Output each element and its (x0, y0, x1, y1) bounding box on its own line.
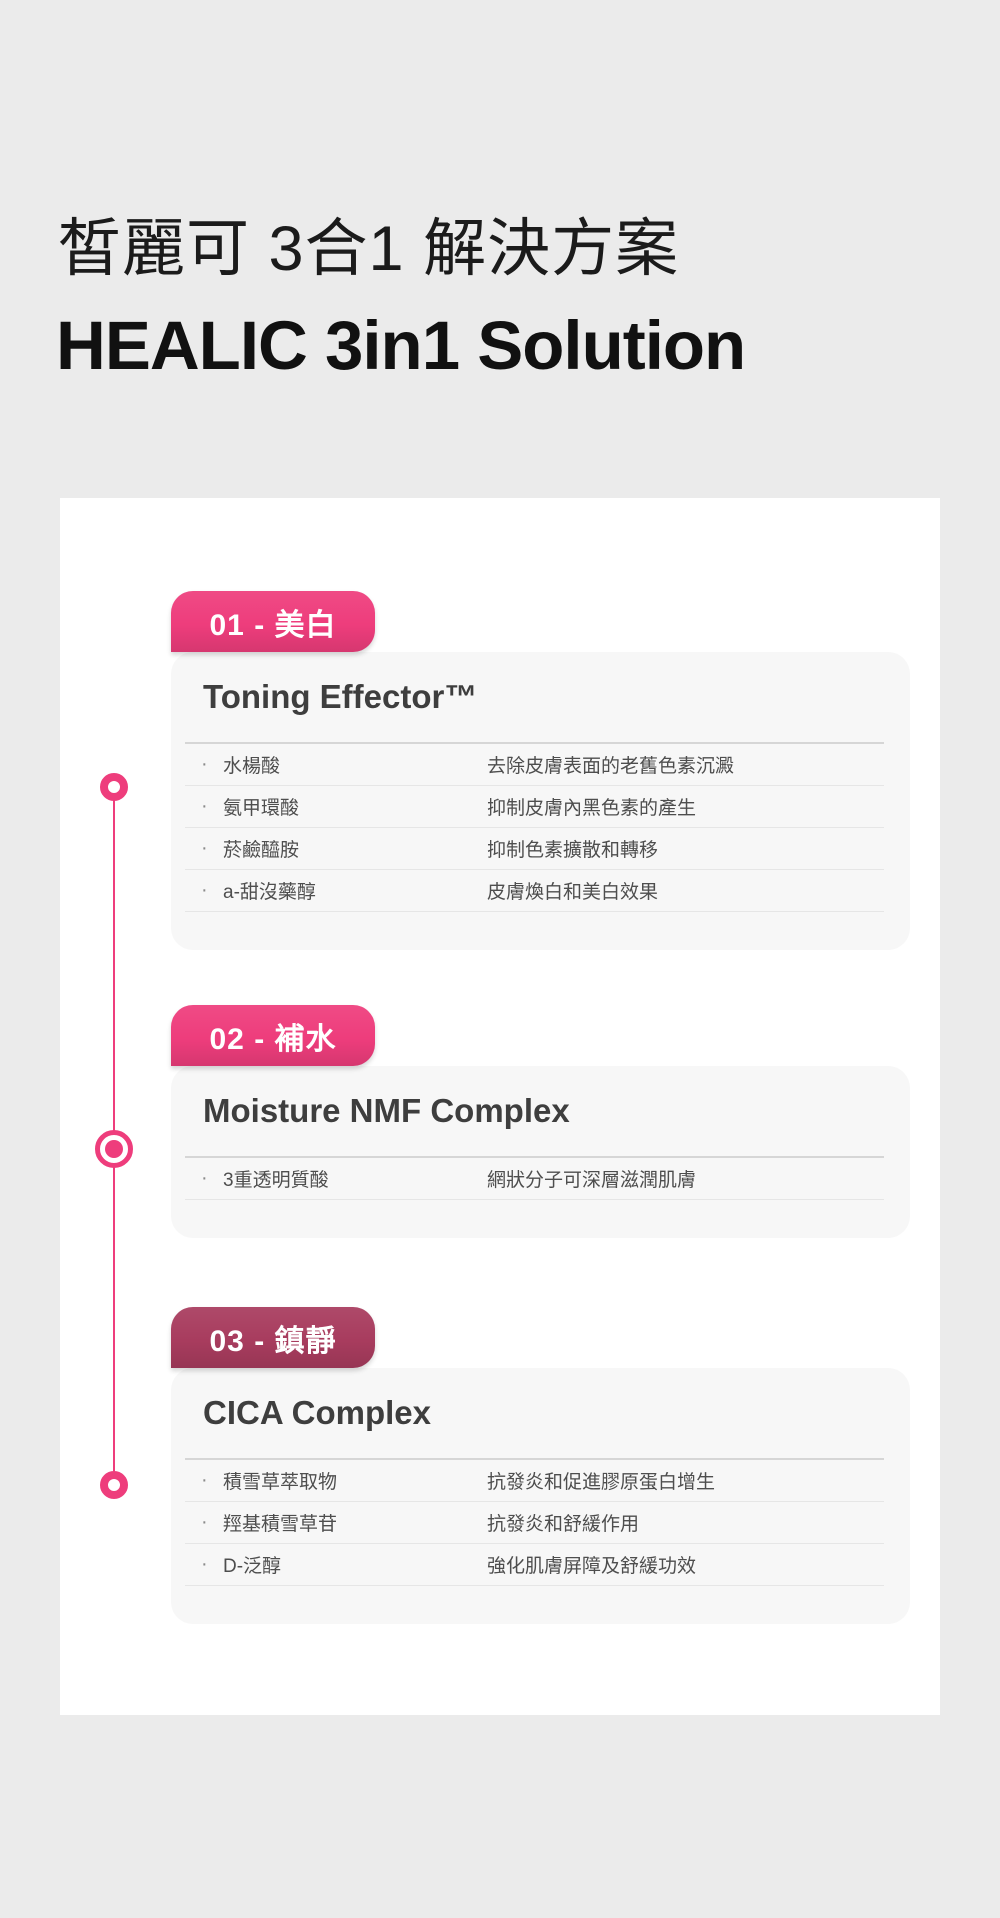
timeline-ring-dot (100, 773, 128, 801)
table-row: · 3重透明質酸 網狀分子可深層滋潤肌膚 (185, 1158, 884, 1200)
solution-section: 03 - 鎮靜 CICA Complex · 積雪草萃取物 抗發炎和促進膠原蛋白… (171, 1307, 910, 1624)
bullet-icon: · (201, 879, 208, 901)
section-heading: Toning Effector™ (203, 678, 478, 715)
ingredient-description: 去除皮膚表面的老舊色素沉澱 (487, 756, 735, 777)
page-title-zh: 皙麗可 3合1 解決方案 (58, 214, 680, 284)
table-row: · 氨甲環酸 抑制皮膚內黑色素的產生 (185, 786, 884, 828)
table-row: · 羥基積雪草苷 抗發炎和舒緩作用 (185, 1502, 884, 1544)
bullet-icon: · (201, 1469, 208, 1491)
table-row: · 菸鹼醯胺 抑制色素擴散和轉移 (185, 828, 884, 870)
ingredient-table: · 積雪草萃取物 抗發炎和促進膠原蛋白增生 · 羥基積雪草苷 抗發炎和舒緩作用 … (185, 1460, 884, 1586)
timeline-bullseye-dot (95, 1130, 133, 1168)
section-heading-row: CICA Complex (185, 1394, 884, 1460)
ingredient-table: · 水楊酸 去除皮膚表面的老舊色素沉澱 · 氨甲環酸 抑制皮膚內黑色素的產生 ·… (185, 744, 884, 912)
bullet-icon: · (201, 795, 208, 817)
page-title-en: HEALIC 3in1 Solution (56, 307, 746, 384)
ingredient-description: 皮膚煥白和美白效果 (487, 882, 659, 903)
ingredient-name: 羥基積雪草苷 (223, 1514, 338, 1535)
ingredient-name: a-甜沒藥醇 (223, 882, 316, 903)
solution-section: 02 - 補水 Moisture NMF Complex · 3重透明質酸 網狀… (171, 1005, 910, 1238)
ingredient-name: 3重透明質酸 (223, 1170, 329, 1191)
ingredient-name: 積雪草萃取物 (223, 1472, 338, 1493)
section-heading-row: Toning Effector™ (185, 678, 884, 744)
ingredient-description: 抗發炎和促進膠原蛋白增生 (487, 1472, 716, 1493)
ingredient-name: 氨甲環酸 (223, 798, 300, 819)
ingredient-description: 抑制色素擴散和轉移 (487, 840, 659, 861)
section-heading: Moisture NMF Complex (203, 1092, 570, 1129)
timeline-ring-dot (100, 1471, 128, 1499)
bullet-icon: · (201, 1553, 208, 1575)
bullet-icon: · (201, 837, 208, 859)
section-card: Moisture NMF Complex · 3重透明質酸 網狀分子可深層滋潤肌… (171, 1066, 910, 1238)
section-card: CICA Complex · 積雪草萃取物 抗發炎和促進膠原蛋白增生 · 羥基積… (171, 1368, 910, 1624)
solution-section: 01 - 美白 Toning Effector™ · 水楊酸 去除皮膚表面的老舊… (171, 591, 910, 950)
section-badge: 01 - 美白 (171, 591, 375, 652)
section-heading: CICA Complex (203, 1394, 431, 1431)
ingredient-description: 抑制皮膚內黑色素的產生 (487, 798, 697, 819)
table-row: · 積雪草萃取物 抗發炎和促進膠原蛋白增生 (185, 1460, 884, 1502)
ingredient-name: 水楊酸 (223, 756, 281, 777)
table-row: · a-甜沒藥醇 皮膚煥白和美白效果 (185, 870, 884, 912)
ingredient-description: 網狀分子可深層滋潤肌膚 (487, 1170, 697, 1191)
bullet-icon: · (201, 753, 208, 775)
table-row: · 水楊酸 去除皮膚表面的老舊色素沉澱 (185, 744, 884, 786)
section-card: Toning Effector™ · 水楊酸 去除皮膚表面的老舊色素沉澱 · 氨… (171, 652, 910, 950)
section-badge: 03 - 鎮靜 (171, 1307, 375, 1368)
bullet-icon: · (201, 1511, 208, 1533)
ingredient-name: 菸鹼醯胺 (223, 840, 300, 861)
ingredient-table: · 3重透明質酸 網狀分子可深層滋潤肌膚 (185, 1158, 884, 1200)
ingredient-description: 抗發炎和舒緩作用 (487, 1514, 640, 1535)
bullseye-core (105, 1140, 123, 1158)
section-badge: 02 - 補水 (171, 1005, 375, 1066)
bullet-icon: · (201, 1167, 208, 1189)
ingredient-description: 強化肌膚屏障及舒緩功效 (487, 1556, 697, 1577)
table-row: · D-泛醇 強化肌膚屏障及舒緩功效 (185, 1544, 884, 1586)
ingredient-name: D-泛醇 (223, 1556, 282, 1577)
section-heading-row: Moisture NMF Complex (185, 1092, 884, 1158)
